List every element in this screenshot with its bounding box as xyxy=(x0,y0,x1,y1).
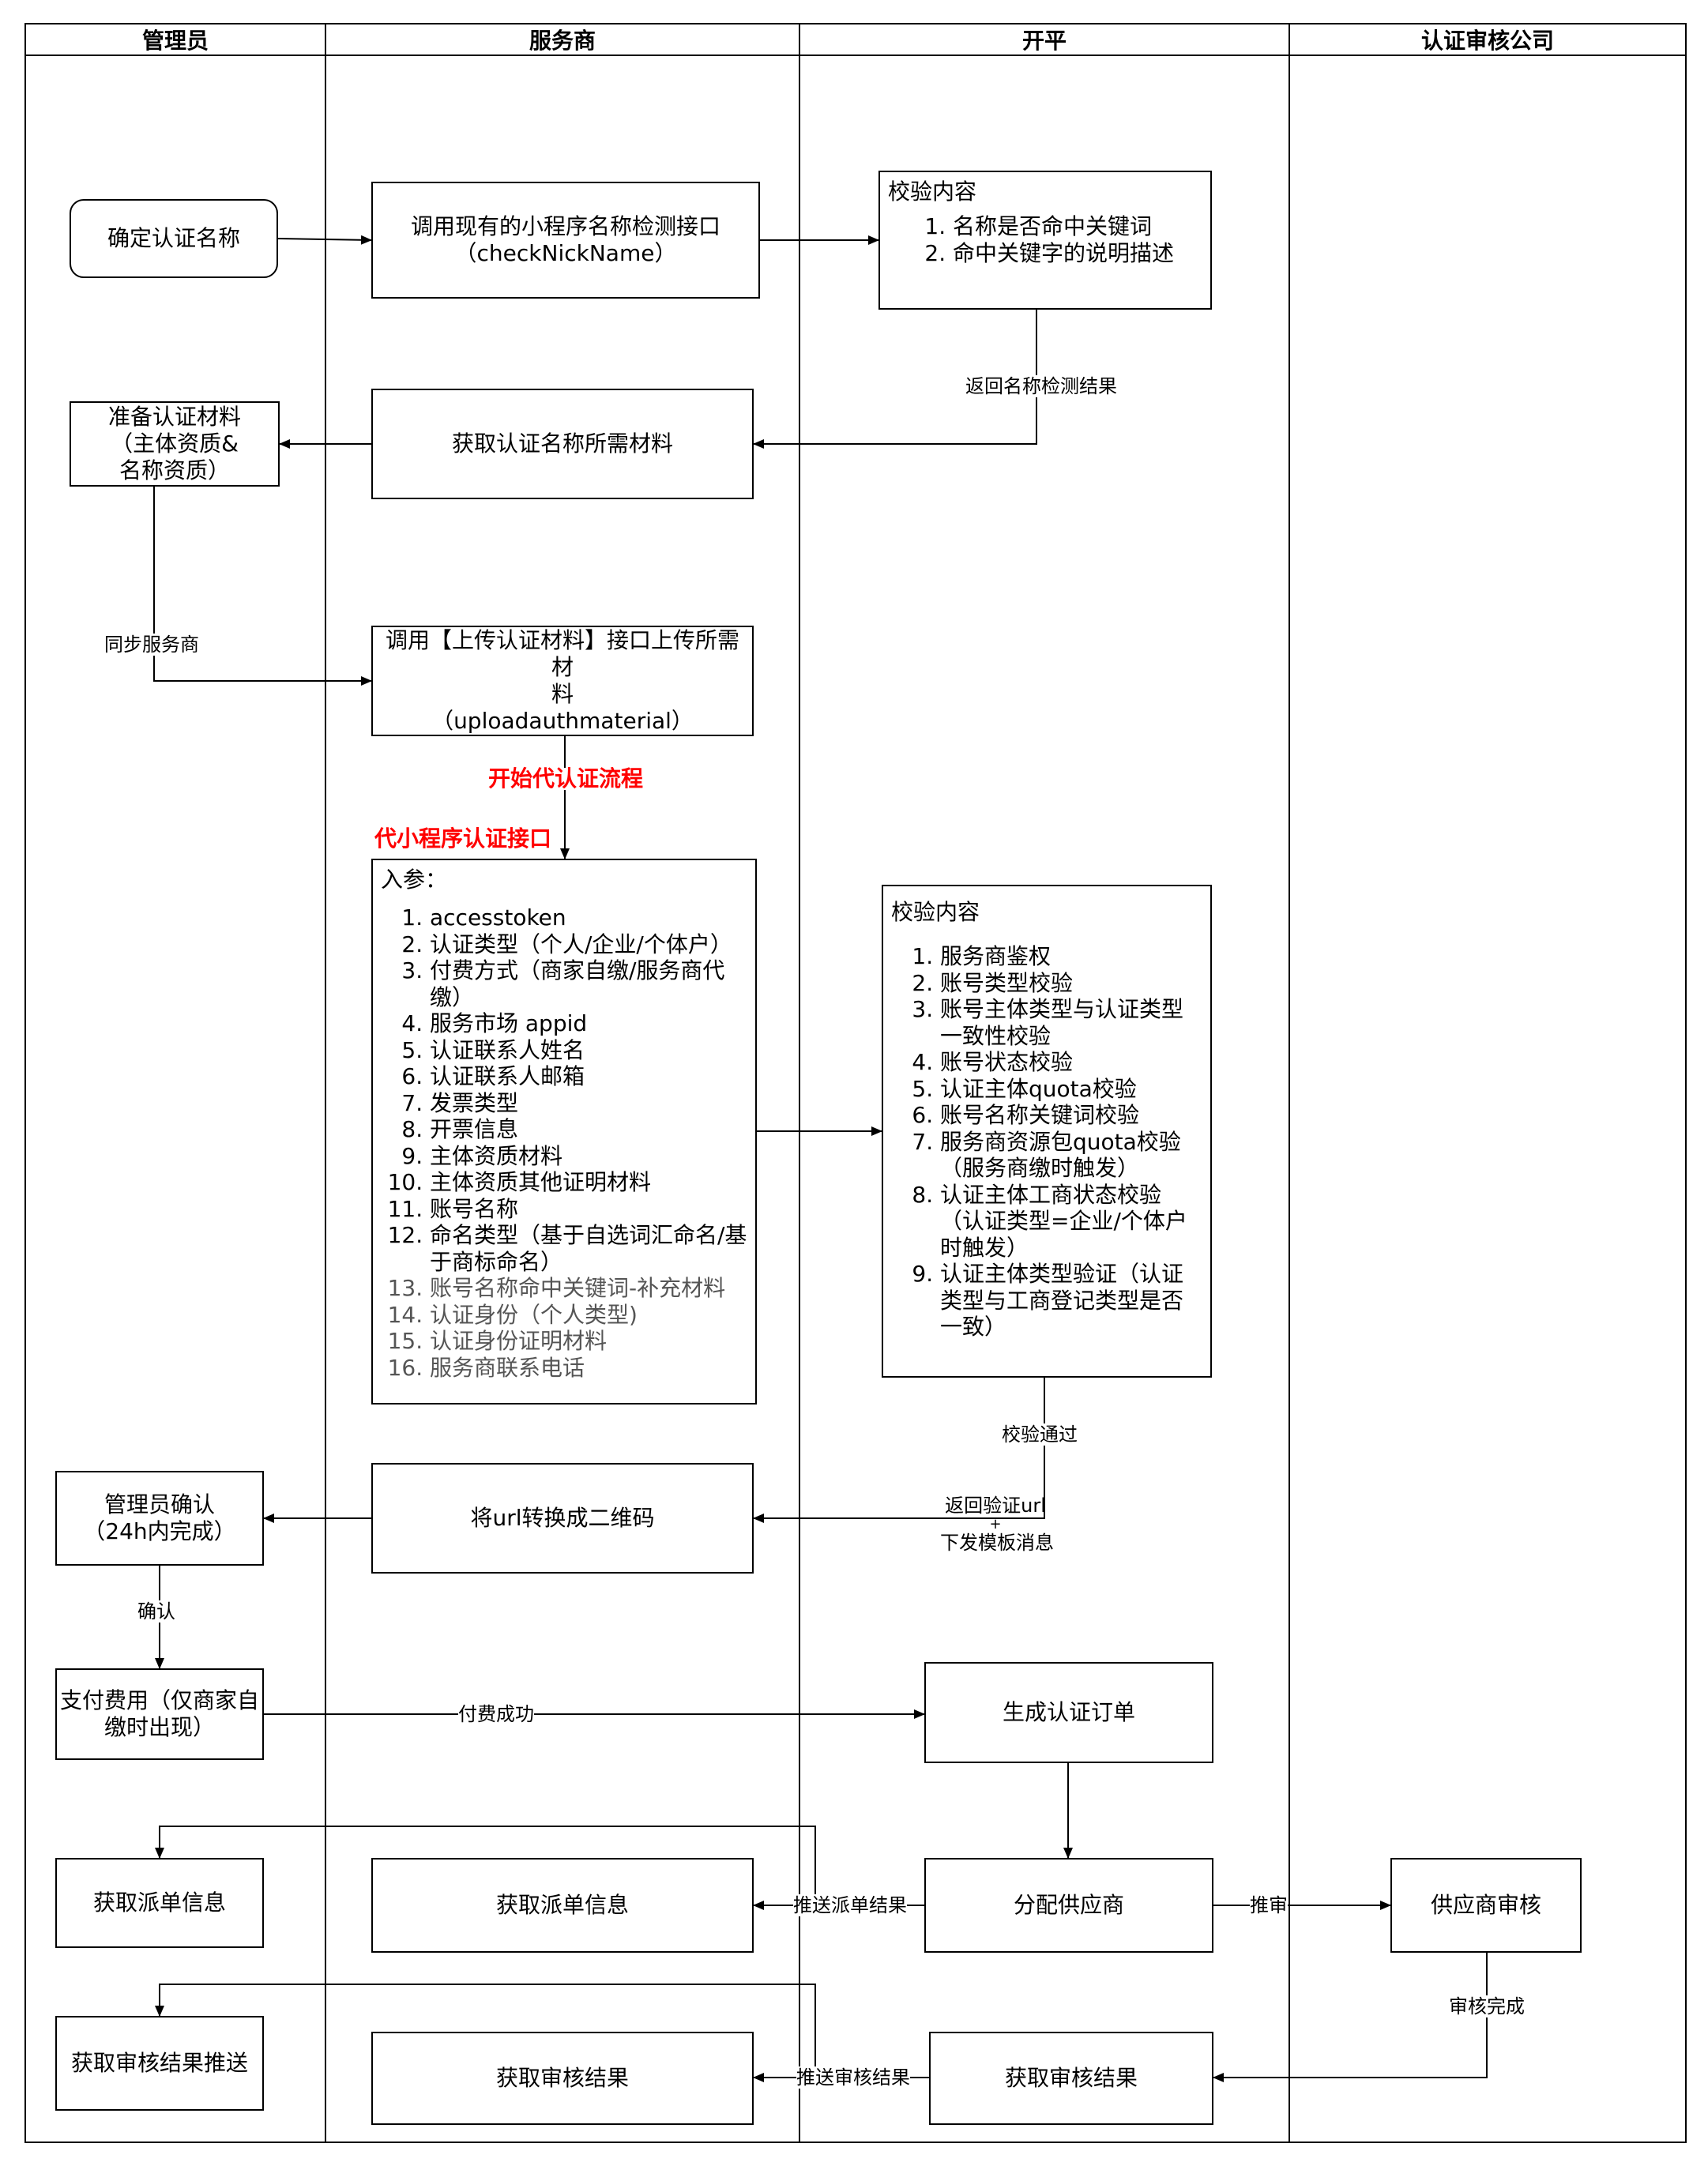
node-pay-fee: 支付费用（仅商家自 缴时出现） xyxy=(55,1668,264,1760)
node-api-params: 入参： accesstoken 认证类型（个人/企业/个体户） 付费方式（商家自… xyxy=(371,859,757,1405)
edge-return-check xyxy=(753,310,1037,449)
node-call-check-api: 调用现有的小程序名称检测接口 （checkNickName） xyxy=(371,182,760,299)
label-pass: 校验通过 xyxy=(1002,1423,1078,1446)
lane-title-platform: 开平 xyxy=(1021,28,1067,54)
lane-title-service-provider: 服务商 xyxy=(529,28,596,54)
node-get-material: 获取认证名称所需材料 xyxy=(371,389,754,499)
label-push-result: 推送审核结果 xyxy=(796,2066,910,2089)
label-paid: 付费成功 xyxy=(458,1703,534,1725)
label-push-review: 推审 xyxy=(1250,1894,1288,1916)
node-admin-confirm: 管理员确认 （24h内完成） xyxy=(55,1471,264,1566)
node-prepare-material: 准备认证材料 （主体资质& 名称资质） xyxy=(70,401,280,487)
node-upload-material: 调用【上传认证材料】接口上传所需材 料 （uploadauthmaterial） xyxy=(371,626,754,736)
lane-title-admin: 管理员 xyxy=(141,28,209,54)
node-url-to-qrcode: 将url转换成二维码 xyxy=(371,1463,754,1574)
label-return-check: 返回名称检测结果 xyxy=(965,375,1117,397)
node-generate-order: 生成认证订单 xyxy=(924,1662,1213,1763)
label-confirm: 确认 xyxy=(137,1600,175,1623)
node-sp-get-result: 获取审核结果 xyxy=(371,2032,754,2125)
label-start-flow: 开始代认证流程 xyxy=(488,765,644,792)
node-op-get-result: 获取审核结果 xyxy=(929,2032,1213,2125)
edge-push-result-admin xyxy=(155,1984,816,2078)
edge-push-dispatch-admin xyxy=(155,1826,816,1905)
label-sync: 同步服务商 xyxy=(104,634,199,656)
edge-sync xyxy=(153,487,372,686)
label-api-name: 代小程序认证接口 xyxy=(374,825,552,852)
edge-confirm-to-check xyxy=(277,235,372,245)
swimlane-frame xyxy=(24,23,1687,2143)
edge-review-done xyxy=(1213,1953,1488,2082)
node-check-content-2: 校验内容 服务商鉴权 账号类型校验 账号主体类型与认证类型一致性校验 账号状态校… xyxy=(882,885,1212,1378)
label-review-done: 审核完成 xyxy=(1449,1995,1525,2017)
node-admin-get-result: 获取审核结果推送 xyxy=(55,2016,264,2111)
lane-title-audit-company: 认证审核公司 xyxy=(1420,28,1554,54)
label-push-dispatch: 推送派单结果 xyxy=(793,1894,907,1916)
node-admin-get-dispatch: 获取派单信息 xyxy=(55,1858,264,1948)
node-supplier-review: 供应商审核 xyxy=(1390,1858,1582,1953)
node-assign-supplier: 分配供应商 xyxy=(924,1858,1213,1953)
node-sp-get-dispatch: 获取派单信息 xyxy=(371,1858,754,1953)
node-check-content-1: 校验内容 名称是否命中关键词 命中关键字的说明描述 xyxy=(878,171,1212,310)
node-confirm-name: 确定认证名称 xyxy=(70,199,278,278)
label-return-url: 返回验证url + 下发模板消息 xyxy=(940,1495,1054,1554)
